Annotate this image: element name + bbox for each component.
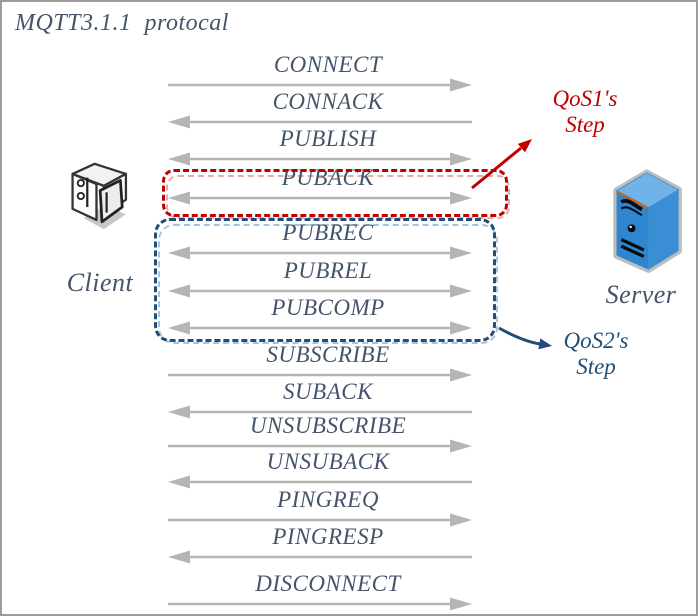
arrow-left-icon (168, 115, 472, 129)
message-label: PUBCOMP (271, 295, 385, 320)
message-label: CONNACK (272, 89, 384, 114)
message-row-pingreq: PINGREQ (168, 487, 472, 527)
message-label: PINGREQ (277, 487, 379, 512)
message-label: PUBREL (283, 258, 373, 283)
message-row-connack: CONNACK (168, 89, 472, 129)
message-label: SUBACK (283, 379, 373, 404)
message-row-pubrel: PUBREL (168, 258, 472, 298)
message-label: CONNECT (273, 52, 383, 77)
qos1-callout-arrow-icon (471, 139, 532, 190)
arrow-left-icon (168, 405, 472, 419)
message-row-unsuback: UNSUBACK (168, 449, 472, 489)
qos1-group-box (162, 169, 510, 219)
arrow-right-icon (168, 439, 472, 453)
message-label: PUBREC (282, 220, 374, 245)
client-icon (71, 162, 128, 230)
message-label: UNSUBSCRIBE (249, 413, 407, 438)
qos2-step-label: QoS2's Step (544, 328, 648, 380)
arrow-right-icon (168, 513, 472, 527)
message-label: DISCONNECT (255, 571, 401, 596)
message-label: PUBLISH (279, 126, 377, 151)
message-label: UNSUBACK (266, 449, 390, 474)
qos2-box-border (154, 218, 496, 342)
server-icon (613, 169, 682, 273)
arrow-right-icon (168, 597, 472, 611)
qos2-step-line2: Step (576, 354, 616, 379)
client-label: Client (66, 268, 134, 297)
arrow-both-icon (168, 284, 472, 298)
qos1-step-line2: Step (565, 112, 605, 137)
arrow-both-icon (168, 321, 472, 335)
qos2-step-line1: QoS2's (563, 328, 629, 353)
diagram-title: MQTT3.1.1 protocal (15, 10, 229, 36)
qos2-callout-arrow-icon (498, 326, 552, 350)
qos1-step-line1: QoS1's (552, 86, 618, 111)
server-label: Server (605, 280, 677, 309)
message-row-pubrec: PUBREC (168, 220, 472, 260)
qos2-group-box (154, 218, 498, 344)
arrow-right-icon (168, 368, 472, 382)
arrow-right-icon (168, 78, 472, 92)
arrow-left-icon (168, 550, 472, 564)
message-row-unsubscribe: UNSUBSCRIBE (168, 413, 472, 453)
arrow-left-icon (168, 475, 472, 489)
message-row-pingresp: PINGRESP (168, 524, 472, 564)
message-row-connect: CONNECT (168, 52, 472, 92)
arrow-both-icon (168, 246, 472, 260)
message-row-subscribe: SUBSCRIBE (168, 342, 472, 382)
arrow-both-icon (168, 152, 472, 166)
message-row-suback: SUBACK (168, 379, 472, 419)
message-label: PINGRESP (272, 524, 384, 549)
qos1-box-border (162, 169, 508, 217)
qos1-step-label: QoS1's Step (530, 86, 640, 138)
qos2-box-shadow (158, 224, 498, 344)
message-row-disconnect: DISCONNECT (168, 571, 472, 611)
message-row-publish: PUBLISH (168, 126, 472, 166)
message-row-pubcomp: PUBCOMP (168, 295, 472, 335)
arrow-both-icon (168, 191, 472, 205)
message-label: SUBSCRIBE (266, 342, 390, 367)
